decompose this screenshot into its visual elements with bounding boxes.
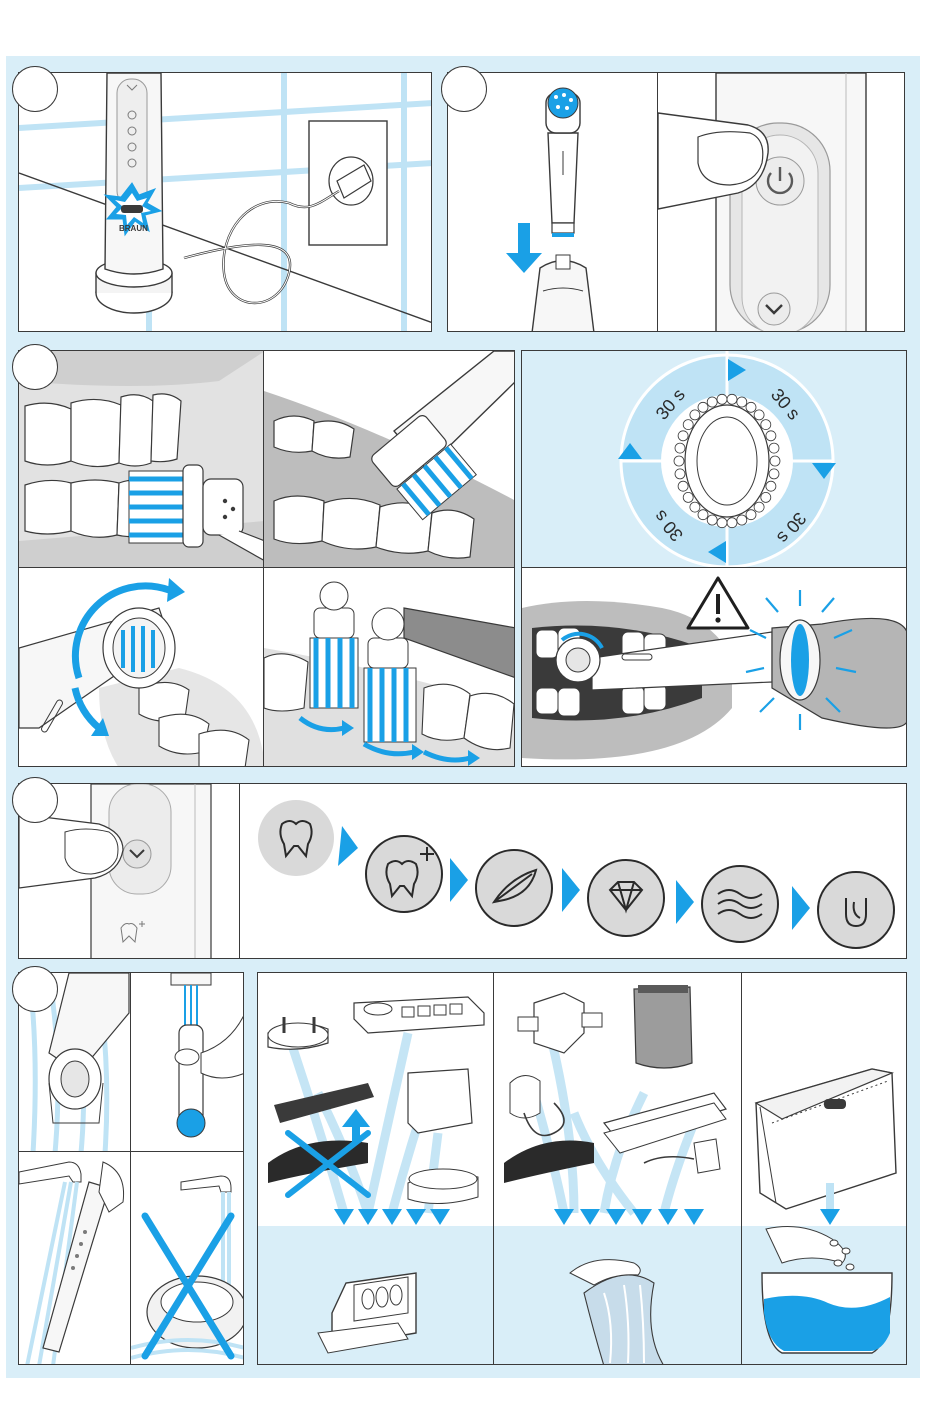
- step-badge-4: [12, 777, 58, 823]
- panel-attach-head: [447, 72, 658, 332]
- arch-tooth: [717, 394, 727, 404]
- arch-tooth: [737, 515, 747, 525]
- mode-sensitive: [476, 850, 552, 926]
- panel-rinse-handle: [18, 1151, 131, 1365]
- arch-tooth: [675, 469, 685, 479]
- arch-tooth: [761, 492, 771, 502]
- arch-tooth: [746, 510, 756, 520]
- attach-head-illustration: [448, 73, 658, 332]
- mode-arrow-4: [676, 880, 694, 924]
- arch-tooth: [754, 502, 764, 512]
- step-badge-3: [12, 344, 58, 390]
- chevron-down-icon[interactable]: [758, 293, 790, 325]
- arch-tooth: [770, 456, 780, 466]
- arch-tooth: [690, 502, 700, 512]
- arch-tooth: [727, 394, 737, 404]
- arch-tooth: [678, 481, 688, 491]
- arch-tooth: [769, 469, 779, 479]
- panel-brush-lower-teeth: [263, 350, 515, 568]
- panel-dishwasher-parts: [257, 972, 494, 1365]
- panel-quadrant-timer: 30 s 30 s 30 s 30 s: [521, 350, 907, 568]
- mode-whitening: [588, 860, 664, 936]
- arch-tooth: [698, 402, 708, 412]
- arch-tooth: [737, 397, 747, 407]
- arch-tooth: [746, 402, 756, 412]
- brand-logo: BRAUN: [119, 224, 148, 233]
- arch-tooth: [690, 410, 700, 420]
- mode-pro-clean: [366, 836, 442, 912]
- power-on-illustration: [658, 73, 905, 332]
- mode-gum-care: [702, 866, 778, 942]
- panel-pouch-wash: [741, 972, 907, 1365]
- arch-tooth: [707, 515, 717, 525]
- arch-tooth: [678, 431, 688, 441]
- arch-tooth: [766, 431, 776, 441]
- arch-tooth: [766, 481, 776, 491]
- mode-chevron-icon[interactable]: [123, 840, 151, 868]
- arch-tooth: [761, 420, 771, 430]
- panel-pressure-warning: [521, 567, 907, 767]
- mode-daily-clean: [258, 800, 334, 876]
- instruction-sheet: BRAUN: [6, 56, 920, 1378]
- step-badge-5: [12, 966, 58, 1012]
- step-badge-2: [441, 66, 487, 112]
- panel-tooth-by-tooth: [263, 567, 515, 767]
- panel-brush-front-teeth: [18, 350, 264, 568]
- arch-tooth: [754, 410, 764, 420]
- arch-tooth: [683, 492, 693, 502]
- panel-no-rinse-charger: [130, 1151, 244, 1365]
- mode-arrow-1: [338, 826, 358, 866]
- panel-brush-rotation: [18, 567, 264, 767]
- panel-mode-sequence: [239, 783, 907, 959]
- panel-power-on: [657, 72, 905, 332]
- arch-tooth: [683, 420, 693, 430]
- arch-tooth: [717, 518, 727, 528]
- arch-tooth: [674, 456, 684, 466]
- step-badge-1: [12, 66, 58, 112]
- panel-rinse-attached-head: [130, 972, 244, 1152]
- mode-arrow-3: [562, 868, 580, 912]
- mode-arrow-5: [792, 886, 810, 930]
- panel-hand-wash-parts: [493, 972, 742, 1365]
- timer-diagram: 30 s 30 s 30 s 30 s: [522, 351, 907, 568]
- arch-tooth: [707, 397, 717, 407]
- panel-charging: BRAUN: [18, 72, 432, 332]
- mode-sequence: [240, 784, 907, 959]
- arch-tooth: [698, 510, 708, 520]
- mode-arrow-2: [450, 858, 468, 902]
- arch-tooth: [675, 443, 685, 453]
- arrow-down-icon: [506, 223, 542, 273]
- arch-tooth: [727, 518, 737, 528]
- charging-illustration: BRAUN: [19, 73, 432, 332]
- mode-tongue-clean: [818, 872, 894, 948]
- arch-tooth: [769, 443, 779, 453]
